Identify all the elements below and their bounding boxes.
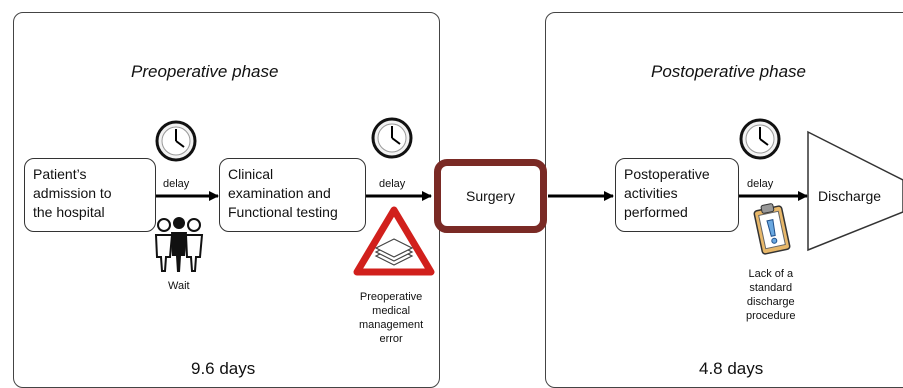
clock-icon (739, 118, 781, 160)
discharge-shape (807, 130, 903, 252)
people-waiting-icon (154, 217, 204, 272)
wait-label: Wait (168, 280, 190, 292)
flow-arrows (155, 130, 903, 252)
clinical-exam-box: Clinical examination and Functional test… (219, 158, 366, 232)
postoperative-title: Postoperative phase (651, 62, 806, 81)
error-label: Preoperative medical management error (359, 291, 424, 345)
preoperative-days: 9.6 days (191, 359, 256, 378)
delay-label-3: delay (747, 178, 774, 190)
warning-triangle-icon (353, 206, 435, 276)
surgery-label: Surgery (465, 188, 516, 204)
discharge-label: Discharge (818, 188, 882, 204)
clipboard-alert-icon (753, 203, 791, 255)
delay-label-1: delay (163, 178, 190, 190)
postoperative-activities-box: Postoperative activities performed (615, 158, 739, 232)
clinical-exam-label: Clinical examination and Functional test… (228, 166, 338, 220)
delay-label-2: delay (379, 178, 406, 190)
admission-label: Patient’s admission to the hospital (33, 166, 112, 220)
postoperative-days: 4.8 days (699, 359, 764, 378)
preoperative-title: Preoperative phase (131, 62, 279, 81)
clock-icon (371, 117, 413, 159)
postoperative-activities-label: Postoperative activities performed (624, 166, 710, 220)
admission-box: Patient’s admission to the hospital (24, 158, 156, 232)
clock-icon (155, 120, 197, 162)
lack-of-procedure-label: Lack of a standard discharge procedure (746, 268, 796, 322)
surgery-box: Surgery (434, 159, 547, 233)
